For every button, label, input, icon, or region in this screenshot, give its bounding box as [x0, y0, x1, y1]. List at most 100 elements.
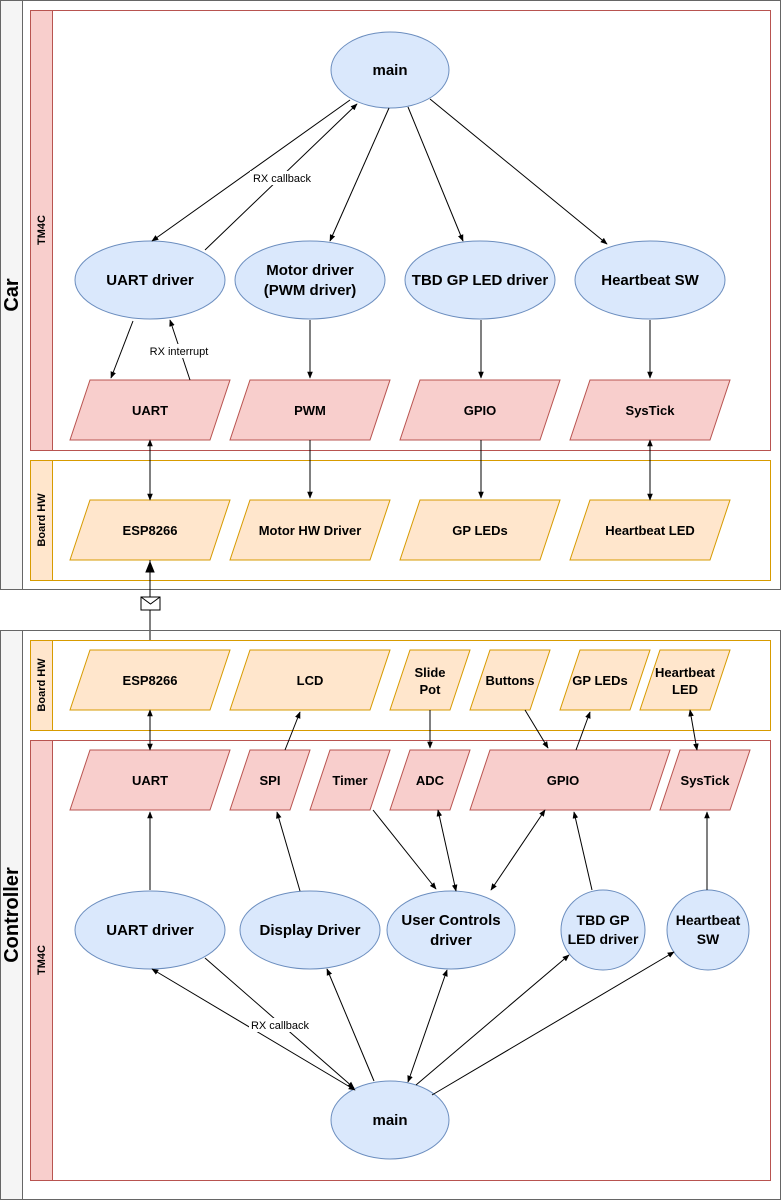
ctrl-slide-pot-label-2: Pot: [420, 682, 442, 697]
ctrl-heartbeat-sw-label-2: SW: [697, 931, 720, 947]
car-led-driver-node[interactable]: TBD GP LED driver: [404, 240, 556, 320]
ctrl-slide-pot-hw[interactable]: Slide Pot: [389, 649, 471, 711]
ctrl-main-label: main: [372, 1112, 407, 1129]
ctrl-rx-callback-label: RX callback: [251, 1020, 310, 1032]
car-tm4c-label: TM4C: [36, 215, 48, 245]
car-pwm-periph-label: PWM: [294, 403, 326, 418]
ctrl-gpio-periph[interactable]: GPIO: [469, 749, 671, 811]
ctrl-systick-periph[interactable]: SysTick: [659, 749, 751, 811]
ctrl-edge-display-spi: [276, 811, 301, 892]
ctrl-spi-periph[interactable]: SPI: [229, 749, 311, 811]
car-edge-main-uart: [151, 99, 351, 242]
car-pool-title: Car: [1, 278, 23, 312]
ctrl-edge-spi-lcd: [284, 711, 301, 751]
controller-pool: Controller: [0, 630, 781, 1200]
ctrl-edge-led-driver-gpio: [572, 811, 593, 891]
car-led-driver-label: TBD GP LED driver: [412, 272, 549, 289]
car-edge-main-heartbeat: [429, 98, 608, 245]
car-main-label: main: [372, 62, 407, 79]
car-heartbeat-sw-node[interactable]: Heartbeat SW: [574, 240, 726, 320]
ctrl-led-driver-label-1: TBD GP: [577, 912, 630, 928]
car-heartbeat-sw-label: Heartbeat SW: [601, 272, 699, 289]
controller-pool-title: Controller: [1, 867, 23, 963]
car-gp-leds-label: GP LEDs: [452, 523, 507, 538]
ctrl-uart-periph-label: UART: [132, 773, 168, 788]
ctrl-display-driver-label: Display Driver: [260, 922, 361, 939]
ctrl-edge-main-hb: [431, 951, 675, 1096]
ctrl-uart-periph[interactable]: UART: [69, 749, 231, 811]
car-edge-uart-driver-periph: [110, 320, 134, 379]
ctrl-heartbeat-sw-label-1: Heartbeat: [676, 912, 741, 928]
ctrl-display-driver-node[interactable]: Display Driver: [239, 890, 381, 970]
ctrl-gp-leds-label: GP LEDs: [572, 673, 627, 688]
car-motor-hw[interactable]: Motor HW Driver: [229, 499, 391, 561]
ctrl-adc-periph-label: ADC: [416, 773, 445, 788]
ctrl-spi-periph-label: SPI: [260, 773, 281, 788]
ctrl-led-driver-label-2: LED driver: [568, 931, 639, 947]
ctrl-buttons-label: Buttons: [485, 673, 534, 688]
controller-tm4c-label: TM4C: [36, 945, 48, 975]
car-systick-periph-label: SysTick: [626, 403, 676, 418]
ctrl-buttons-hw[interactable]: Buttons: [469, 649, 551, 711]
car-rx-callback-label: RX callback: [253, 173, 312, 185]
controller-board-label: Board HW: [36, 658, 48, 712]
ctrl-gpio-periph-label: GPIO: [547, 773, 580, 788]
car-uart-driver-node[interactable]: UART driver: [74, 240, 226, 320]
car-systick-periph[interactable]: SysTick: [569, 379, 731, 441]
ctrl-user-controls-driver-node[interactable]: User Controls driver: [386, 890, 516, 970]
ctrl-uart-driver-node[interactable]: UART driver: [74, 890, 226, 970]
ctrl-edge-gpio-uc: [490, 809, 546, 891]
controller-edges: [147, 709, 710, 1096]
ctrl-heartbeat-led-label-2: LED: [672, 682, 698, 697]
car-rx-interrupt-label: RX interrupt: [150, 346, 209, 358]
car-gp-leds-hw[interactable]: GP LEDs: [399, 499, 561, 561]
car-pwm-periph[interactable]: PWM: [229, 379, 391, 441]
car-esp8266-label: ESP8266: [123, 523, 178, 538]
ctrl-edge-main-led: [415, 954, 570, 1086]
ctrl-user-controls-label-1: User Controls: [401, 912, 500, 929]
ctrl-edge-timer-uc: [372, 809, 437, 890]
car-gpio-periph[interactable]: GPIO: [399, 379, 561, 441]
car-main-node[interactable]: main: [330, 31, 450, 109]
car-motor-driver-node[interactable]: Motor driver (PWM driver): [234, 240, 386, 320]
ctrl-heartbeat-sw-node[interactable]: Heartbeat SW: [666, 889, 750, 971]
ctrl-systick-periph-label: SysTick: [681, 773, 731, 788]
ctrl-timer-periph-label: Timer: [332, 773, 367, 788]
ctrl-heartbeat-led-label-1: Heartbeat: [655, 665, 716, 680]
car-motor-driver-label-1: Motor driver: [266, 262, 354, 279]
car-motor-driver-label-2: (PWM driver): [264, 282, 357, 299]
ctrl-gp-leds-hw[interactable]: GP LEDs: [559, 649, 651, 711]
ctrl-esp8266-hw[interactable]: ESP8266: [69, 649, 231, 711]
ctrl-uart-driver-label: UART driver: [106, 922, 194, 939]
ctrl-user-controls-label-2: driver: [430, 932, 472, 949]
ctrl-lcd-label: LCD: [297, 673, 324, 688]
wireless-link: [140, 560, 161, 650]
car-uart-driver-label: UART driver: [106, 272, 194, 289]
car-uart-periph-label: UART: [132, 403, 168, 418]
car-board-label: Board HW: [36, 493, 48, 547]
car-gpio-periph-label: GPIO: [464, 403, 497, 418]
car-heartbeat-led-hw[interactable]: Heartbeat LED: [569, 499, 731, 561]
car-esp8266-hw[interactable]: ESP8266: [69, 499, 231, 561]
ctrl-edge-hbled-systick: [688, 709, 699, 751]
car-uart-periph[interactable]: UART: [69, 379, 231, 441]
ctrl-main-node[interactable]: main: [330, 1080, 450, 1160]
ctrl-edge-main-uc: [407, 969, 448, 1083]
ctrl-edge-adc-uc: [436, 809, 458, 892]
car-edge-main-motor: [329, 107, 390, 242]
ctrl-edge-buttons-gpio: [524, 709, 549, 749]
car-heartbeat-led-label: Heartbeat LED: [605, 523, 695, 538]
ctrl-adc-periph[interactable]: ADC: [389, 749, 471, 811]
ctrl-lcd-hw[interactable]: LCD: [229, 649, 391, 711]
ctrl-led-driver-node[interactable]: TBD GP LED driver: [560, 889, 646, 971]
ctrl-timer-periph[interactable]: Timer: [309, 749, 391, 811]
ctrl-slide-pot-label-1: Slide: [414, 665, 445, 680]
ctrl-edge-gpio-leds: [575, 711, 591, 751]
car-motor-hw-label: Motor HW Driver: [259, 523, 362, 538]
ctrl-heartbeat-led-hw[interactable]: Heartbeat LED: [639, 649, 731, 711]
envelope-icon: [140, 596, 161, 611]
ctrl-edge-main-display: [326, 968, 375, 1082]
car-edge-main-led: [407, 106, 464, 242]
ctrl-esp8266-label: ESP8266: [123, 673, 178, 688]
